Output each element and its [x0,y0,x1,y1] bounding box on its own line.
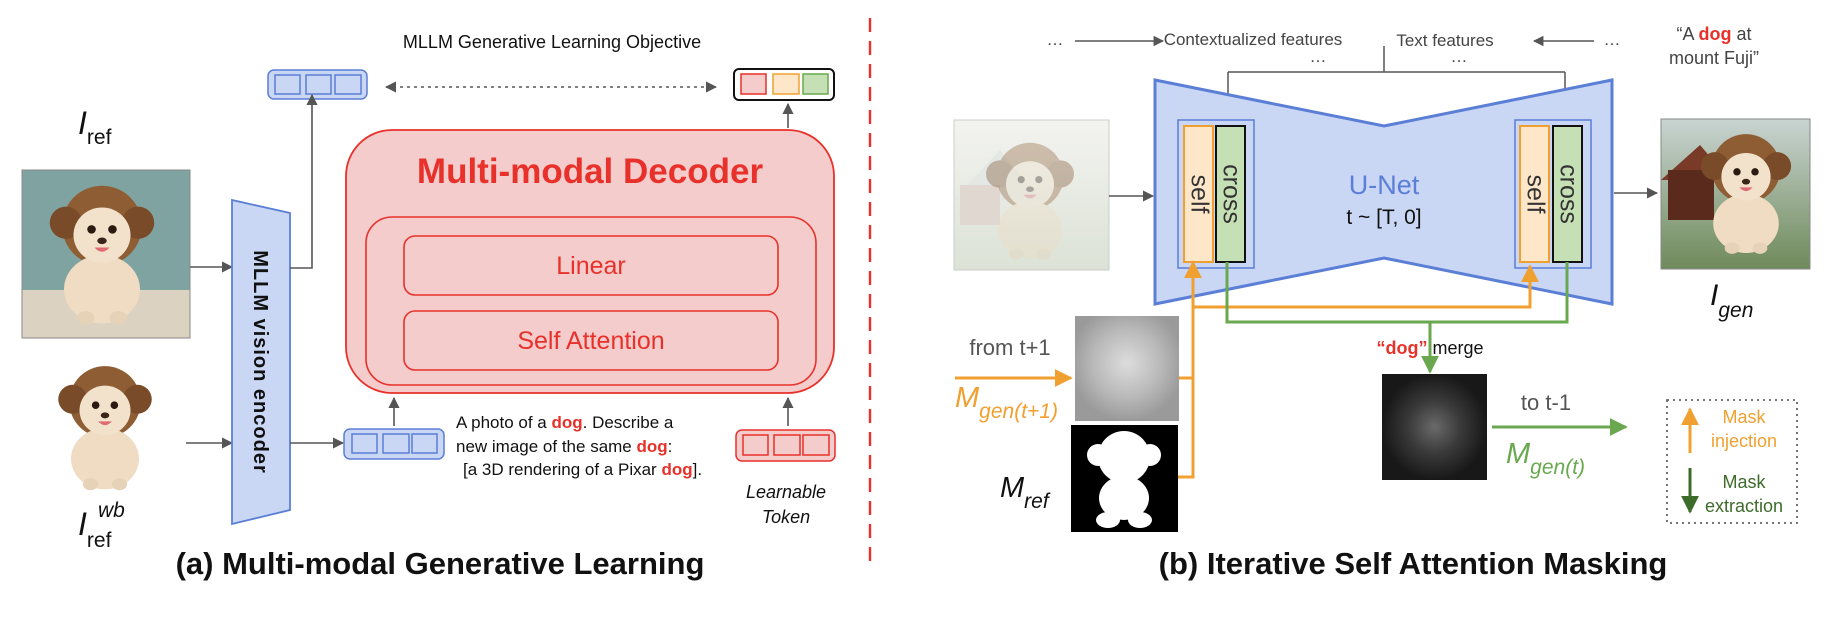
cross-attn-left [1215,125,1246,263]
ellipsis-mid-2: … [1451,47,1468,66]
self-attn-left [1183,125,1214,263]
mask-current-heatmap [1382,374,1487,480]
legend-injection-line2: injection [1711,431,1777,451]
prompt-line-3: [a 3D rendering of a Pixar dog]. [463,460,702,479]
to-t-minus-1-label: to t-1 [1521,390,1571,415]
prompt-line-2: new image of the same dog: [456,437,672,456]
prompt-line-1: A photo of a dog. Describe a [456,413,674,432]
text-features-label: Text features [1396,31,1493,50]
objective-label: MLLM Generative Learning Objective [403,32,701,52]
ellipsis-right: … [1604,30,1621,49]
from-t-plus-1-label: from t+1 [969,335,1050,360]
legend-extraction-line2: extraction [1705,496,1783,516]
m-gen-prev-label: Mgen(t+1) [955,382,1058,423]
caption-a: (a) Multi-modal Generative Learning [176,546,705,581]
attn-block-left [1177,119,1255,269]
i-ref-wb-label: Irefwb [78,499,125,552]
panel-a: MLLM Generative Learning Objective Iref [21,32,836,581]
mask-prev-heatmap [1075,316,1179,421]
i-ref-label: Iref [78,105,112,149]
linear-layer [403,235,779,296]
i-gen-label: Igen [1710,279,1753,322]
multi-modal-decoder [345,129,835,394]
cross-label-right: cross [1554,164,1582,224]
feature-bracket [1228,46,1565,73]
learnable-label-line1: Learnable [746,482,826,502]
m-ref-mask [1071,425,1178,532]
ellipsis-left: … [1047,30,1064,49]
quote-line-1: “A dog at [1676,24,1751,44]
cross-attn-right [1552,125,1583,263]
m-gen-t-label: Mgen(t) [1506,438,1585,479]
unet-body [1153,78,1614,306]
decoder-inner-block [365,216,817,386]
learnable-tokens [735,429,836,462]
timestep-label: t ~ [T, 0] [1346,206,1421,229]
noisy-input-image [954,120,1109,270]
learnable-label-line2: Token [762,507,810,527]
encoder-label: MLLM vision encoder [249,250,271,473]
m-ref-label: Mref [1000,472,1051,513]
panel-b: … Contextualized features Text features … [953,24,1811,581]
output-tokens-blue [267,69,368,100]
input-tokens-blue [343,428,445,460]
self-label-left: self [1185,175,1213,214]
unet-label: U-Net [1349,170,1420,200]
mask-injection-path-right [1193,264,1539,309]
arrow-encoder-to-tokens-top [290,93,318,269]
mllm-vision-encoder [231,198,291,526]
attn-block-right [1514,119,1592,269]
i-ref-wb-image [40,360,170,502]
self-attention-label: Self Attention [517,327,664,355]
legend-extraction-line1: Mask [1722,472,1766,492]
caption-b: (b) Iterative Self Attention Masking [1159,546,1668,581]
merge-label: “dog” merge [1376,338,1483,358]
ellipsis-mid-1: … [1310,47,1327,66]
cross-label-left: cross [1217,164,1245,224]
self-attention-layer [403,310,779,371]
decoder-title: Multi-modal Decoder [417,152,764,191]
generated-image [1661,119,1810,269]
quote-line-2: mount Fuji” [1669,48,1759,68]
legend-injection-line1: Mask [1722,407,1766,427]
self-attn-right [1519,125,1550,263]
mask-injection-path [1178,262,1193,479]
contextualized-features-label: Contextualized features [1164,30,1343,49]
linear-label: Linear [556,252,626,280]
mask-extraction-path [1225,262,1569,324]
i-ref-image [22,170,190,338]
mask-legend: Mask injection Mask extraction [1666,399,1798,524]
self-label-right: self [1521,175,1549,214]
output-tokens-decoder [733,68,835,101]
